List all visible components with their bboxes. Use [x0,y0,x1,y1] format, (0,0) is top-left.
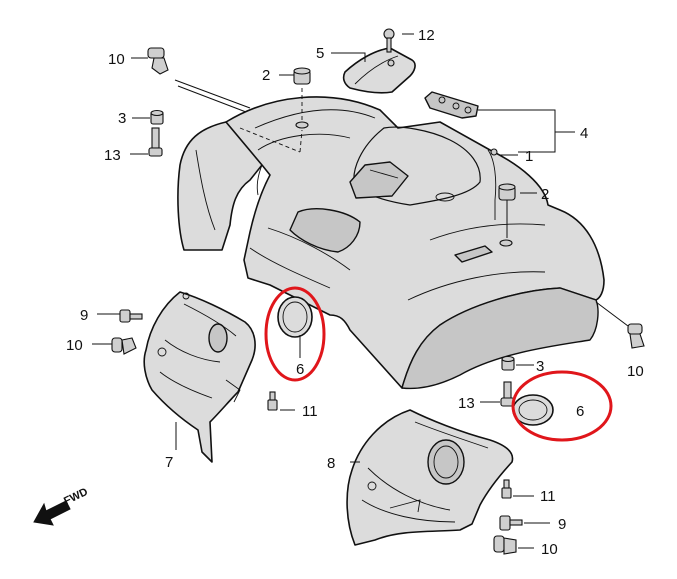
seal-part-6b [512,394,554,426]
inner-panel-part-7 [143,291,256,463]
label-part-4: 4 [580,125,588,142]
label-part-8: 8 [327,455,335,472]
label-part-3b: 3 [536,358,544,375]
front-fender-body [177,96,605,390]
highlight-circle-6b [511,370,613,442]
seal-part-6a [277,296,313,338]
label-part-7: 7 [165,454,173,471]
label-part-6b: 6 [576,403,584,420]
clip-part-10d [493,535,517,555]
clip-part-10a [147,47,169,75]
label-part-11: 11 [302,403,318,420]
clip-part-10b [111,337,137,355]
forward-direction-arrow: FWD [33,486,90,526]
label-part-1: 1 [525,148,533,165]
inner-panel-part-8 [346,409,514,546]
label-part-10c: 10 [627,363,644,380]
label-part-9: 9 [80,307,88,324]
nut-part-11b [501,479,512,499]
label-part-3: 3 [118,110,126,127]
label-part-12: 12 [418,27,435,44]
label-part-10d: 10 [541,541,558,558]
screw-part-9b [499,515,523,531]
bolt-part-13a [148,127,163,157]
label-part-5: 5 [316,45,324,62]
label-part-10: 10 [108,51,125,68]
label-part-2b: 2 [541,186,549,203]
nut-part-11a [267,391,278,411]
bolt-part-13b [500,381,515,407]
bracket-part-4 [424,91,479,119]
label-part-11b: 11 [540,488,556,505]
highlight-circle-6a [264,286,326,382]
fwd-label: FWD [62,486,90,508]
grommet-part-2b [498,183,516,238]
label-part-10b: 10 [66,337,83,354]
collar-part-3b [501,355,515,371]
grommet-part-2a [293,67,311,85]
label-part-13b: 13 [458,395,475,412]
collar-part-3a [150,109,164,125]
label-part-6: 6 [296,361,304,378]
label-part-13: 13 [104,147,121,164]
clip-part-10c [595,301,645,349]
cover-part-5 [342,47,416,94]
screw-part-12 [383,28,395,53]
screw-part-9a [119,309,143,323]
label-part-2: 2 [262,67,270,84]
label-part-9b: 9 [558,516,566,533]
